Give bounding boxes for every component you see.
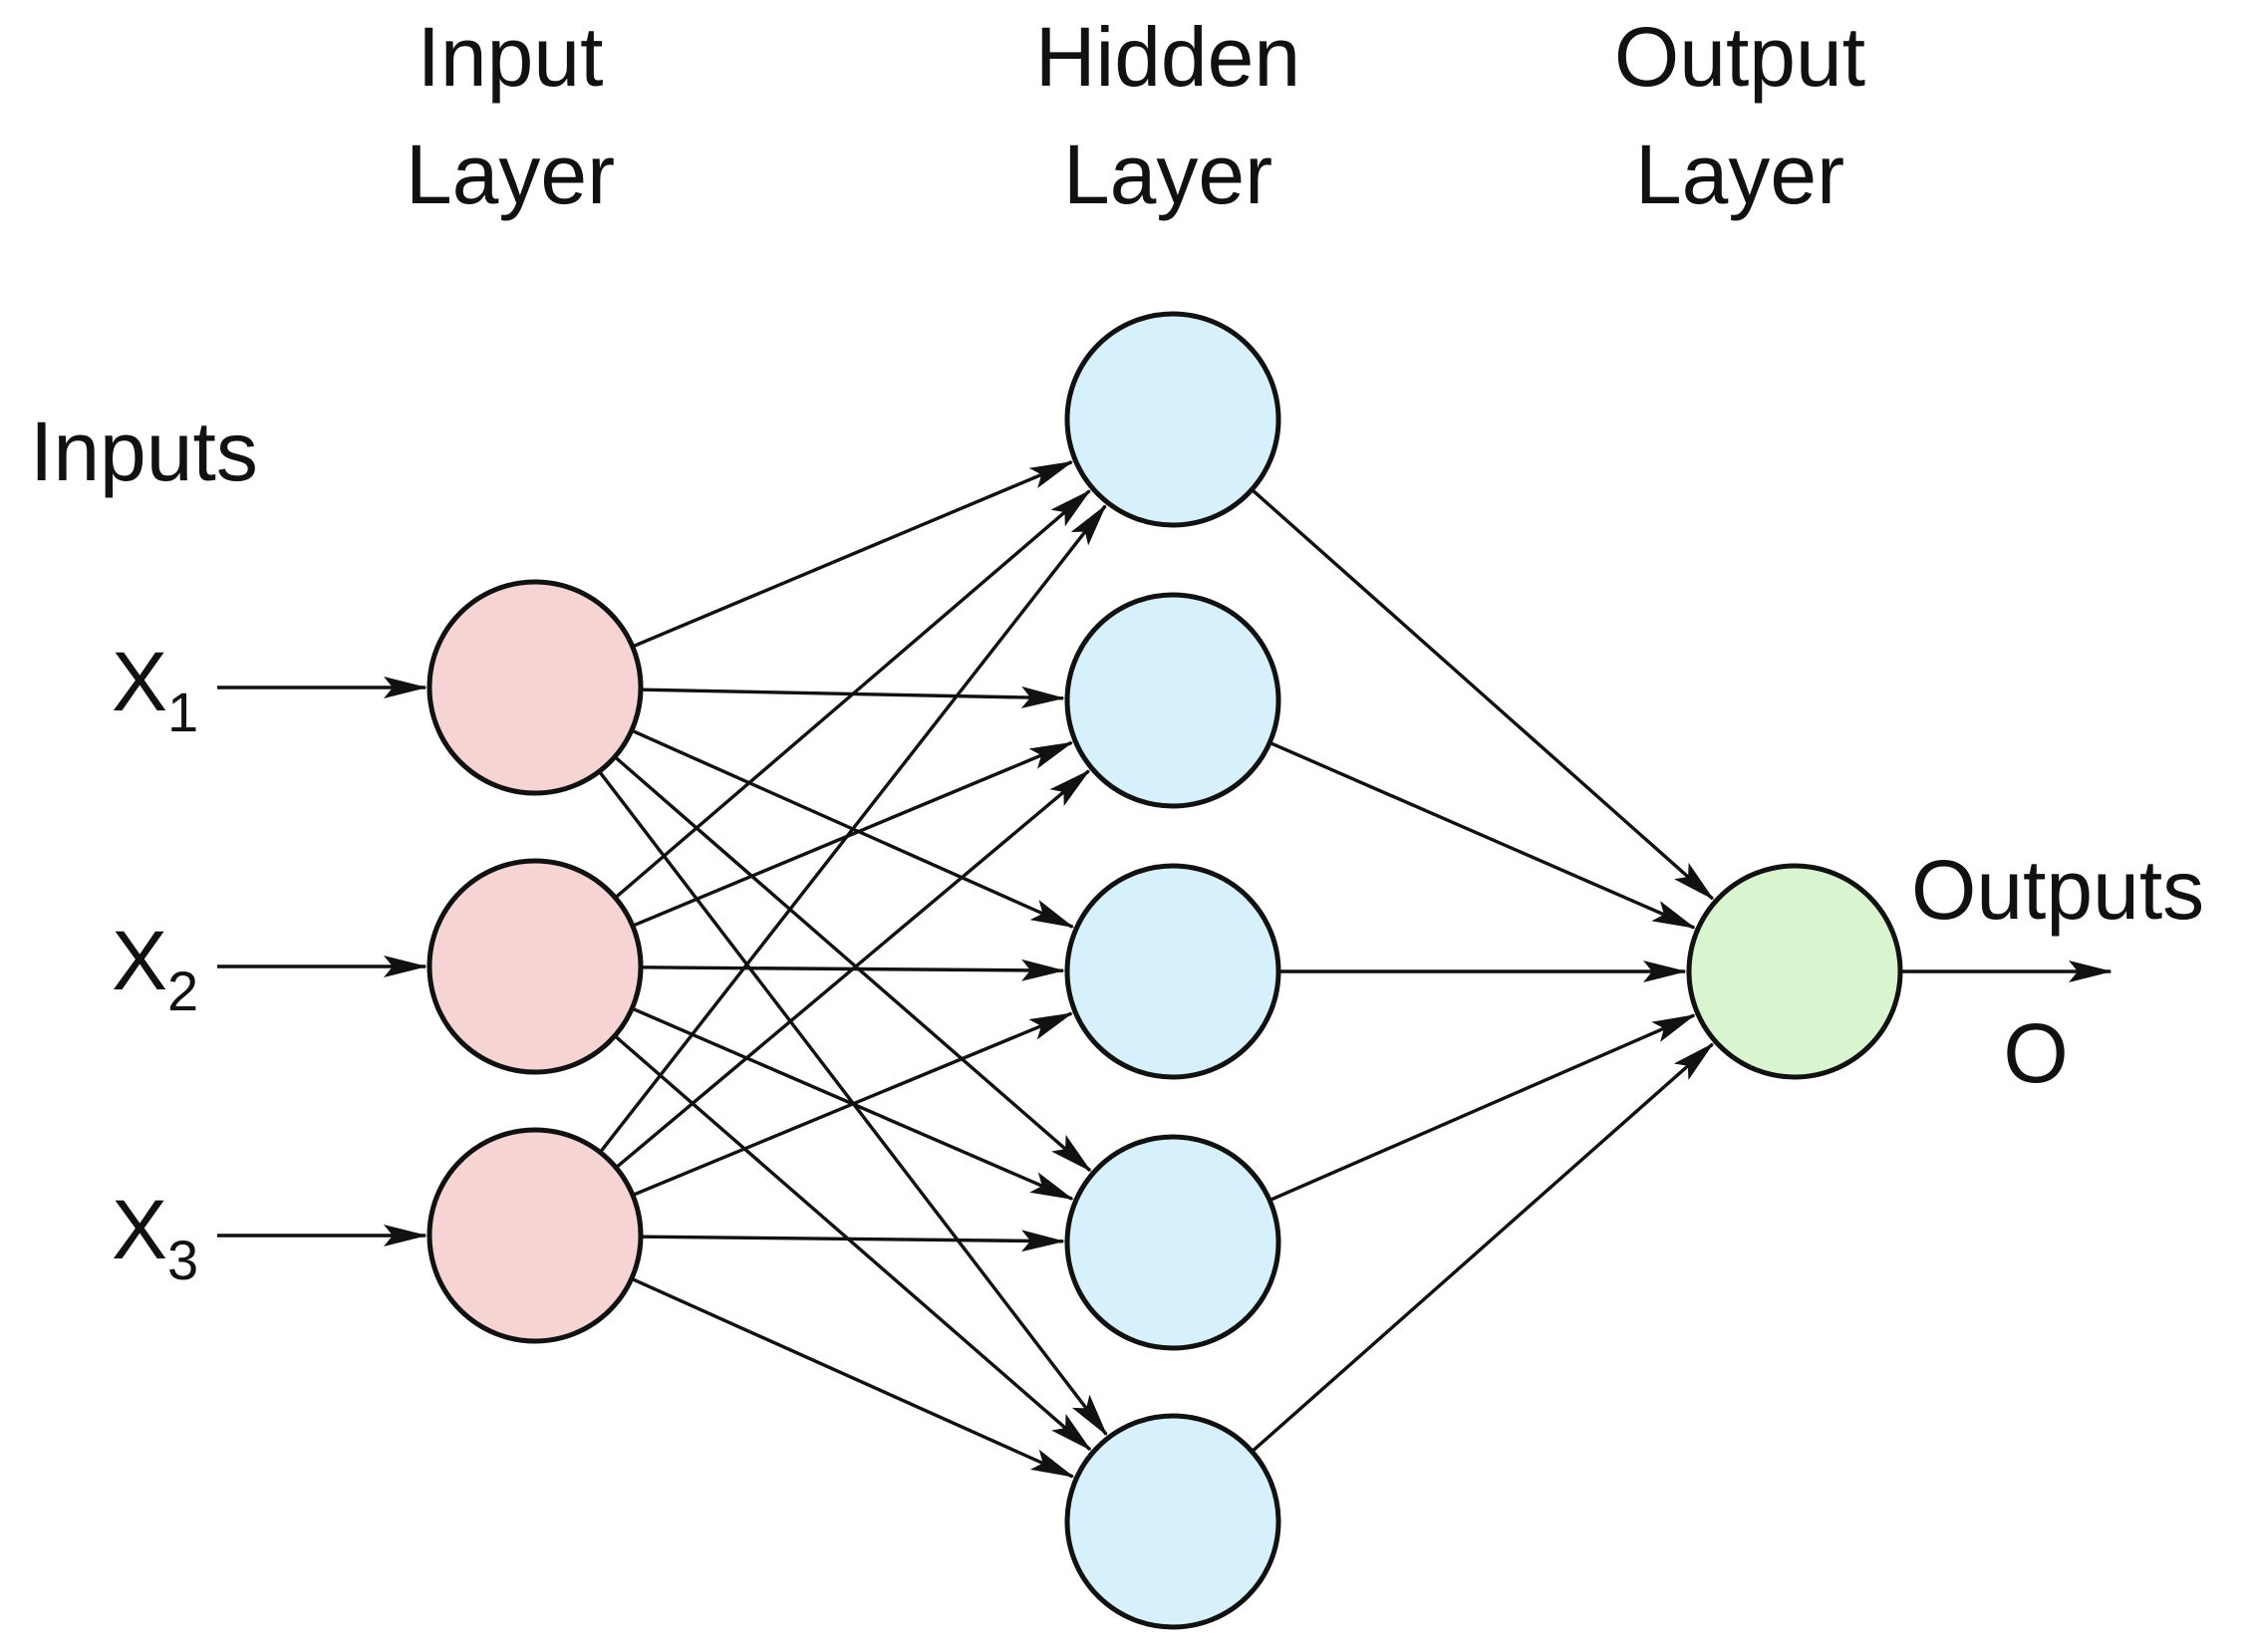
outputs-label: Outputs [1911, 843, 2204, 937]
input-node-1 [426, 579, 644, 796]
output-layer-title-line1: Output [1614, 10, 1865, 104]
hidden-layer-title-line2: Layer [1063, 128, 1272, 221]
edge-input-3-hidden-4 [642, 1230, 1066, 1252]
edge-input-2-hidden-1 [615, 489, 1092, 898]
output-symbol: O [2003, 1006, 2068, 1100]
nodes-group [426, 311, 1903, 1630]
input-layer-title-line1: Input [418, 10, 604, 104]
input-var-label-1: X1 [112, 635, 198, 743]
connections-group [217, 460, 2113, 1479]
input-var-label-3: X3 [112, 1183, 198, 1291]
edge-hidden-2-output [1270, 741, 1696, 930]
edge-input-3-hidden-1 [600, 504, 1107, 1152]
hidden-layer-title-line1: Hidden [1035, 10, 1300, 104]
hidden-node-3 [1064, 863, 1281, 1080]
edge-hidden-5-output [1252, 1042, 1715, 1452]
edge-input-2-hidden-5 [615, 1035, 1092, 1452]
hidden-node-5 [1064, 1413, 1281, 1630]
edge-hidden-1-output [1252, 489, 1715, 901]
edge-hidden-4-output [1270, 1013, 1696, 1202]
edge-input-1-hidden-4 [615, 756, 1092, 1173]
inputs-label: Inputs [30, 405, 258, 498]
edge-input-2-hidden-2 [634, 740, 1074, 927]
edge-input-3-hidden-2 [616, 769, 1091, 1168]
edge-input-3-hidden-3 [634, 1011, 1074, 1197]
hidden-node-2 [1064, 592, 1281, 809]
input-node-3 [426, 1127, 644, 1344]
edge-input-3-hidden-5 [632, 1277, 1075, 1479]
input-layer-title-line2: Layer [406, 128, 615, 221]
edge-input-1-hidden-1 [633, 460, 1074, 648]
output-node [1686, 863, 1903, 1080]
hidden-node-1 [1064, 311, 1281, 528]
hidden-node-4 [1064, 1134, 1281, 1351]
output-layer-title-line2: Layer [1635, 128, 1844, 221]
input-var-label-2: X2 [112, 914, 198, 1022]
input-node-2 [426, 858, 644, 1075]
